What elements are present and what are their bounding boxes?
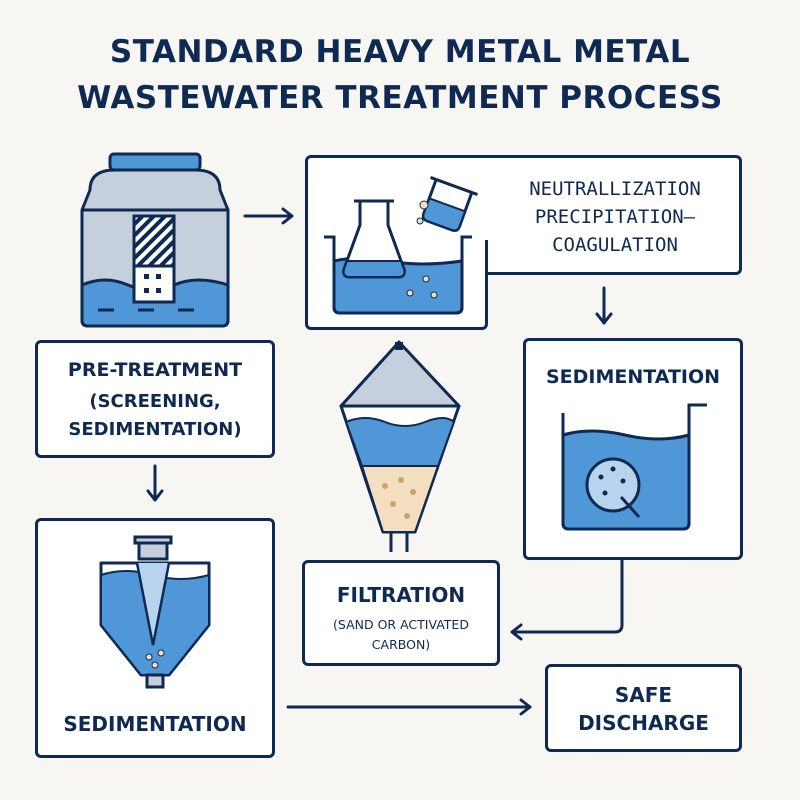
sedimentation-left-cone-tank-illustration xyxy=(99,535,211,689)
safe-discharge-label-1: SAFE xyxy=(614,683,673,707)
arrow-sedimentation-to-discharge xyxy=(286,698,532,716)
sedimentation-right-tank-illustration xyxy=(561,403,707,531)
coagulation-label: COAGULATION xyxy=(552,234,678,256)
pretreatment-box: PRE-TREATMENT (SCREENING, SEDIMENTATION) xyxy=(35,340,275,458)
sedimentation-left-label: SEDIMENTATION xyxy=(63,712,247,736)
diagram-title-line-2: WASTEWATER TREATMENT PROCESS xyxy=(77,80,723,116)
pretreatment-label: PRE-TREATMENT xyxy=(67,359,243,381)
arrow-neutralization-to-sedimentation xyxy=(595,286,613,325)
filtration-box: FILTRATION (SAND OR ACTIVATED CARBON) xyxy=(302,560,500,666)
arrow-sedimentation-to-filtration xyxy=(510,558,624,641)
filtration-label: FILTRATION xyxy=(336,583,466,607)
pretreatment-detail-1: (SCREENING, xyxy=(89,391,221,412)
arrow-pretreatment-to-sedimentation xyxy=(146,464,164,502)
filtration-detail-1: (SAND OR ACTIVATED xyxy=(333,617,469,632)
safe-discharge-label-2: DISCHARGE xyxy=(578,711,709,735)
filtration-funnel-illustration xyxy=(339,340,461,552)
pretreatment-tank-illustration xyxy=(80,152,230,328)
neutralization-tank-illustration xyxy=(324,176,479,315)
filtration-detail-2: CARBON) xyxy=(371,637,431,652)
precipitation-label: PRECIPITATION– xyxy=(534,206,696,228)
safe-discharge-box: SAFE DISCHARGE xyxy=(545,664,742,752)
sedimentation-right-label: SEDIMENTATION xyxy=(545,366,721,388)
pretreatment-detail-2: SEDIMENTATION) xyxy=(68,419,242,440)
diagram-title-line-1: STANDARD HEAVY METAL METAL xyxy=(109,34,691,70)
neutralization-label: NEUTRALLIZATION xyxy=(529,178,701,200)
arrow-pretreatment-to-neutralization xyxy=(243,207,294,225)
